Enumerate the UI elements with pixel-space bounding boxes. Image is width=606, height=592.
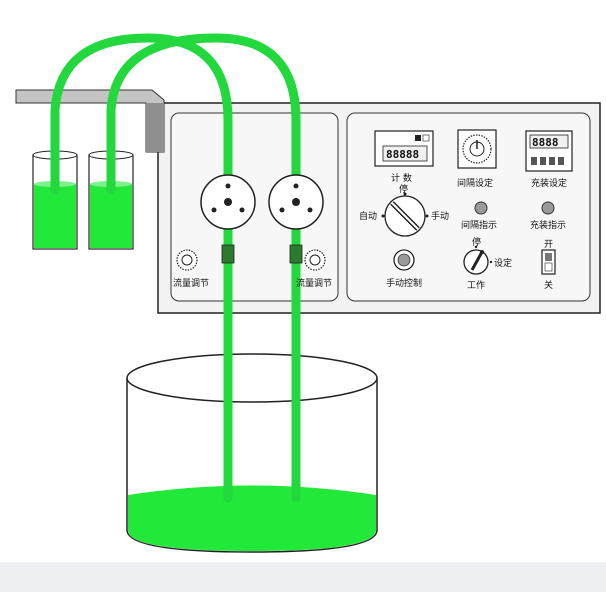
counter-label: 计 数: [391, 172, 412, 184]
mode-switch-left: 自动: [359, 210, 377, 222]
power-switch[interactable]: [541, 249, 556, 275]
interval-knob-label: 间隔设定: [457, 177, 493, 189]
counter-display: 88888: [374, 130, 434, 167]
work-switch-right: 设定: [494, 257, 512, 269]
reservoir-rim: [126, 353, 378, 403]
support-arm: [15, 89, 165, 153]
cup-right: [88, 150, 134, 250]
interval-indicator-lamp: [474, 201, 488, 215]
mode-switch-top: 停: [399, 183, 408, 195]
power-switch-top: 开: [544, 239, 553, 250]
interval-indicator-label: 间隔指示: [461, 219, 497, 231]
flow-knob-left[interactable]: [176, 249, 198, 271]
work-switch-bottom: 工作: [467, 279, 485, 291]
tube-left: [50, 33, 233, 503]
mode-switch-right: 手动: [431, 210, 449, 222]
flow-knob-right[interactable]: [304, 249, 326, 271]
flow-label-right: 流量调节: [296, 277, 332, 289]
cup-left-liquid: [34, 184, 76, 248]
cup-left: [32, 150, 78, 250]
mode-switch[interactable]: [381, 192, 429, 237]
charge-indicator-label: 充装指示: [530, 219, 566, 231]
power-switch-bottom: 关: [544, 279, 553, 291]
charge-display: 8888: [525, 130, 573, 172]
cup-right-liquid: [90, 184, 132, 248]
work-switch-top: 停: [472, 236, 481, 248]
charge-display-label: 充装设定: [531, 177, 567, 189]
reservoir-tank: [126, 353, 378, 553]
pump-head-left: [200, 174, 256, 264]
bottom-strip: [0, 562, 606, 592]
charge-indicator-lamp: [541, 201, 555, 215]
counter-digits: 88888: [386, 148, 419, 161]
flow-label-left: 流量调节: [173, 277, 209, 289]
manual-control-label: 手动控制: [386, 277, 422, 289]
tubes: [50, 33, 301, 503]
charge-digits: 8888: [532, 136, 559, 149]
tube-right: [106, 33, 301, 503]
manual-control-button[interactable]: [393, 249, 415, 271]
reservoir-liquid: [128, 485, 376, 551]
interval-knob[interactable]: [457, 129, 497, 169]
work-switch[interactable]: [463, 245, 493, 275]
pump-head-right: [268, 174, 324, 264]
